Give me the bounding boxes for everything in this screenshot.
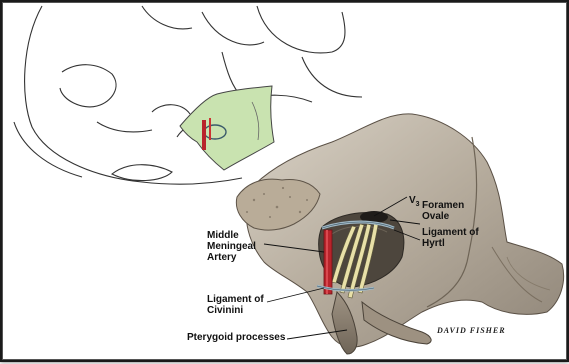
- label-v3: V3: [409, 184, 420, 210]
- label-foramen-ovale: Foramen Ovale: [422, 200, 464, 222]
- label-v3-base: V: [409, 195, 416, 206]
- label-ligament-of-hyrtl: Ligament of Hyrtl: [422, 227, 479, 249]
- bone-body: [246, 114, 563, 347]
- artist-signature: DAVID FISHER: [437, 326, 506, 335]
- label-v3-subscript: 3: [416, 201, 420, 208]
- sphenoid-highlight: [180, 86, 274, 170]
- label-pterygoid-processes: Pterygoid processes: [187, 332, 285, 343]
- label-middle-meningeal-artery: Middle Meningeal Artery: [207, 230, 256, 263]
- label-ligament-of-civinini: Ligament of Civinini: [207, 294, 264, 316]
